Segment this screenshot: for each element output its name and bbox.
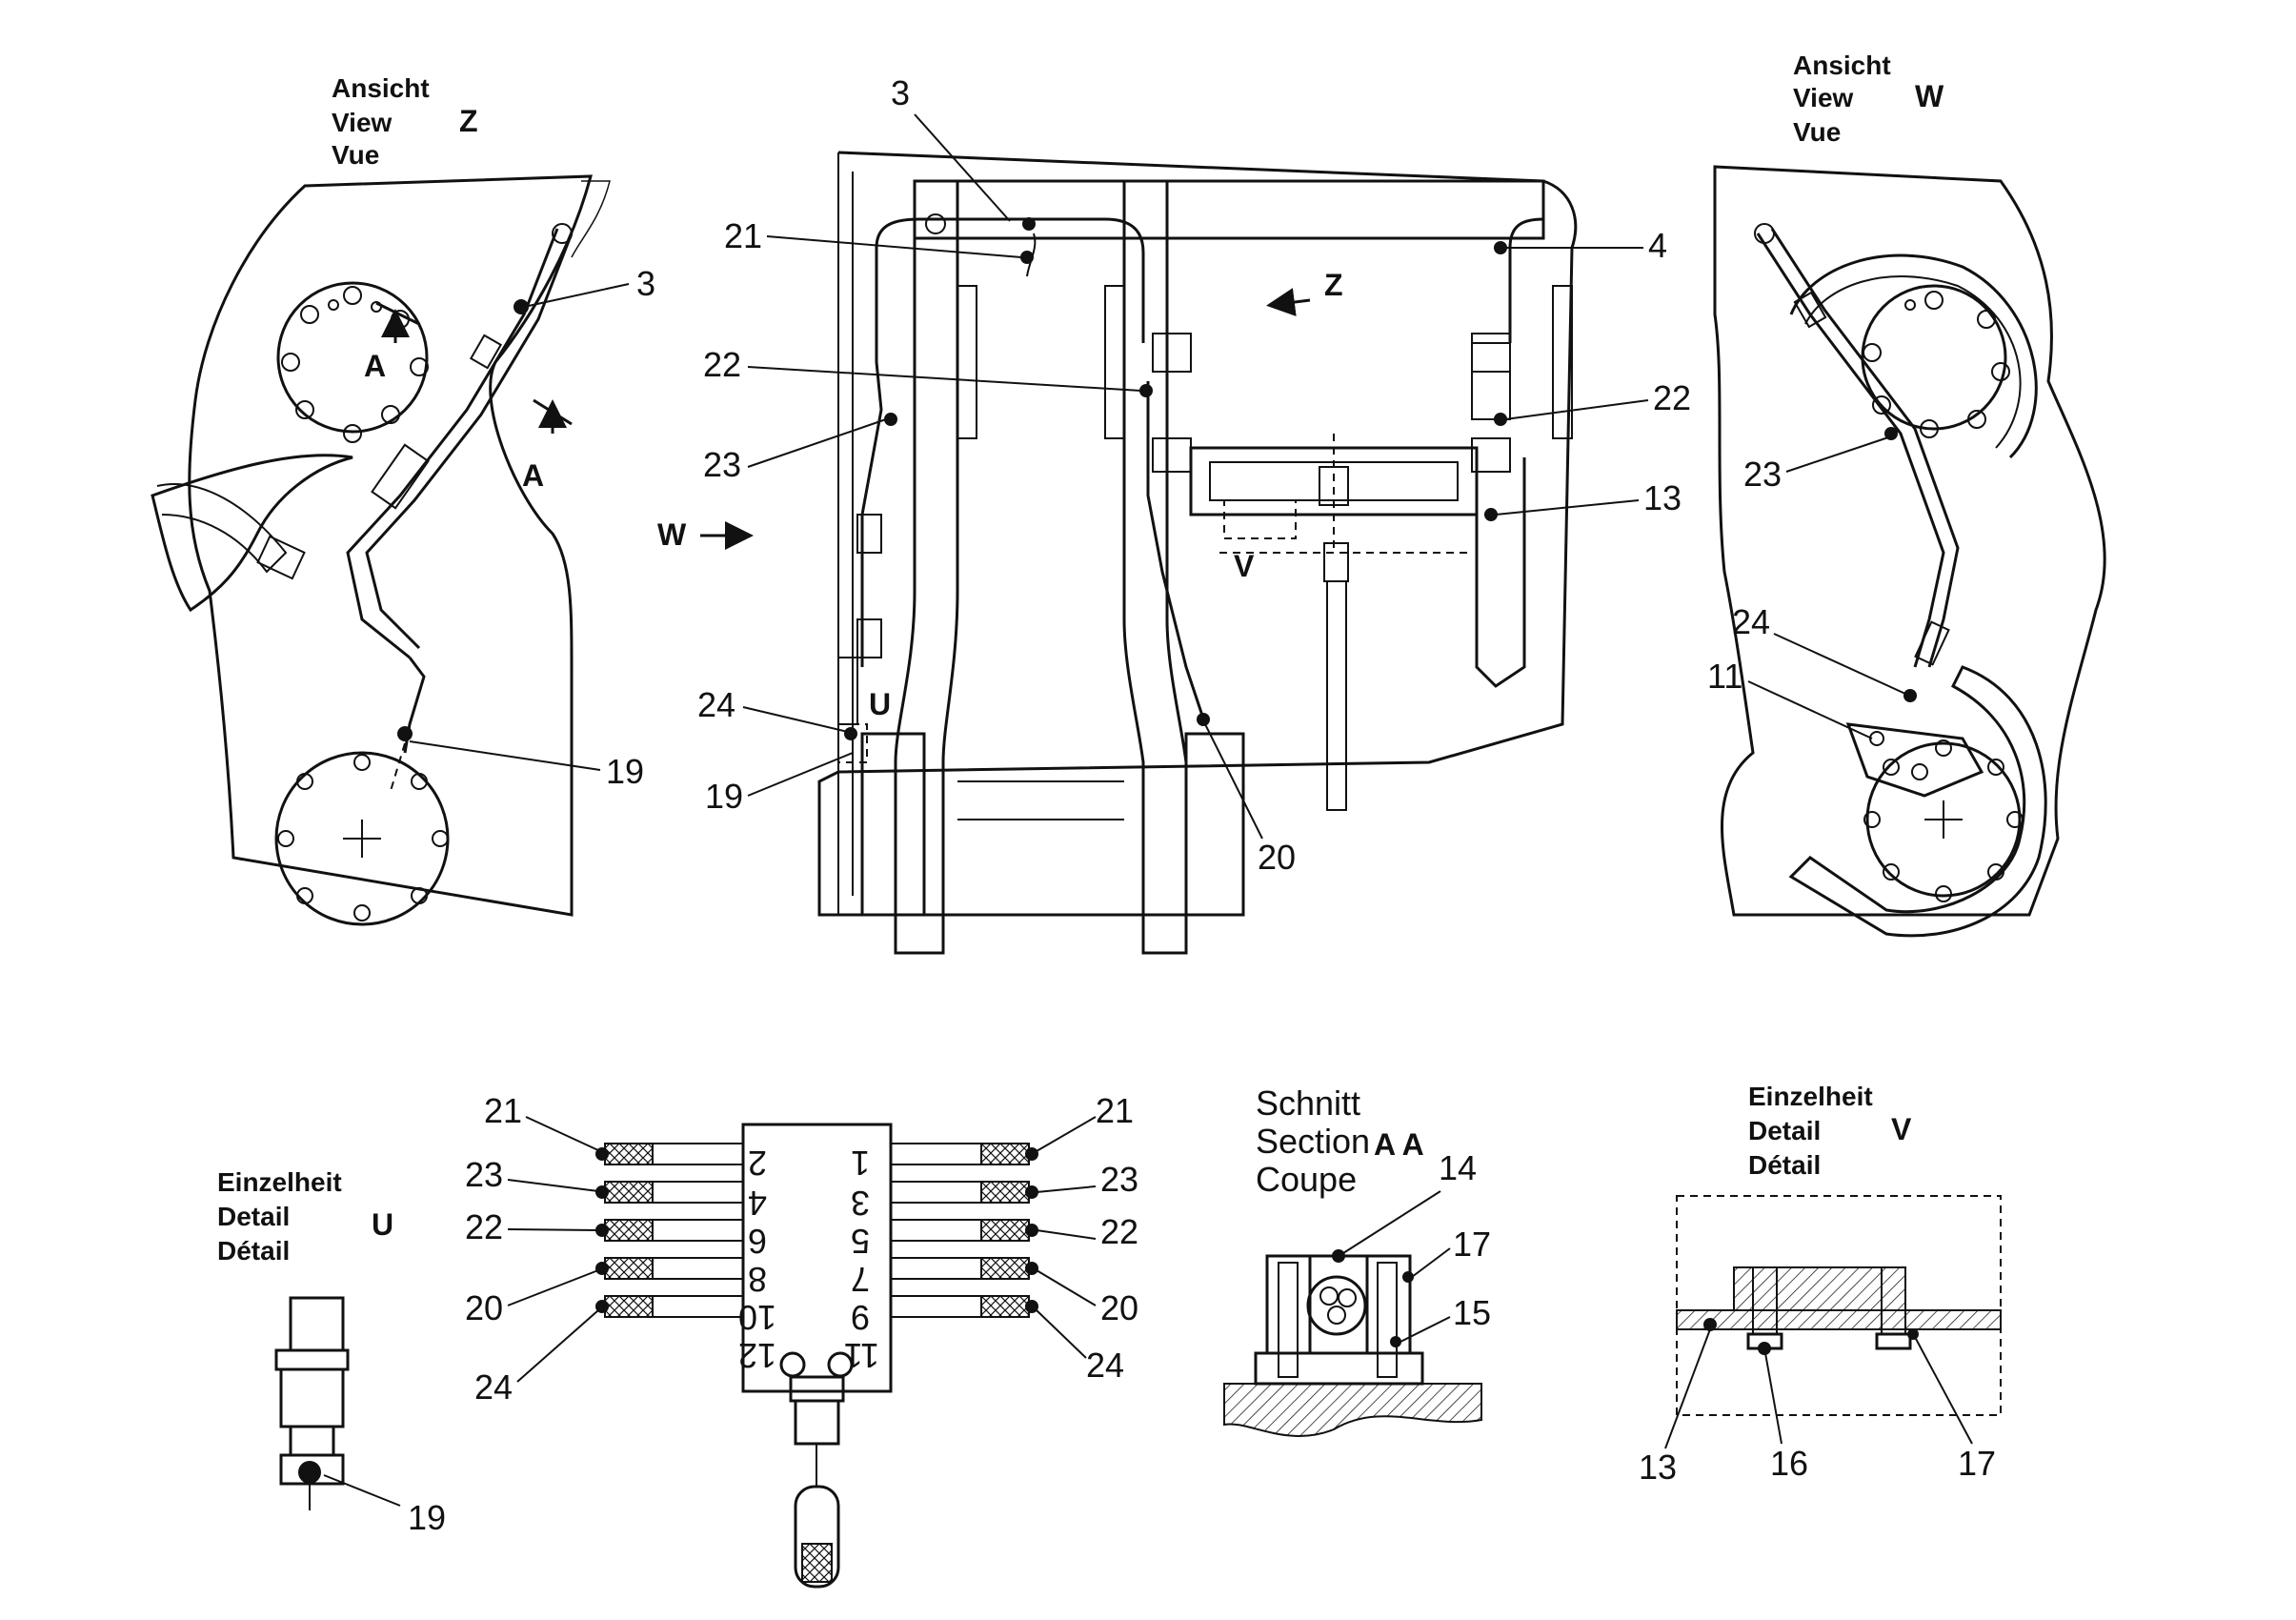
callout-front-13: 13 (1643, 478, 1682, 517)
detail-v: Einzelheit Detail Détail V 13 16 17 (1639, 1082, 2002, 1487)
callout-dist-left-24: 24 (474, 1367, 513, 1407)
view-arrow-z: Z (1324, 268, 1343, 302)
detail-v-label-2: Detail (1748, 1116, 1821, 1145)
callout-v-16: 16 (1770, 1444, 1808, 1483)
detail-marker-v: V (1234, 549, 1255, 583)
callout-dist-left-23: 23 (465, 1155, 503, 1194)
view-arrow-w: W (657, 517, 687, 552)
view-z-label-2: View (332, 108, 393, 137)
view-w: Ansicht View Vue W (1707, 51, 2106, 938)
view-w-label-3: Vue (1793, 117, 1841, 147)
detail-v-label-3: Détail (1748, 1150, 1821, 1180)
port-3: 3 (851, 1184, 870, 1223)
callout-front-22-right: 22 (1653, 378, 1691, 417)
callout-dist-right-20: 20 (1100, 1288, 1138, 1327)
callout-dist-left-21: 21 (484, 1091, 522, 1130)
section-marker-a-lower: A (522, 458, 544, 493)
section-aa-label-2: Section (1256, 1122, 1370, 1161)
port-4: 4 (748, 1184, 767, 1223)
callout-w-23: 23 (1743, 455, 1782, 494)
z-lower-bolts (277, 754, 449, 921)
callout-v-13: 13 (1639, 1448, 1677, 1487)
callout-aa-14: 14 (1439, 1148, 1477, 1187)
callout-dist-right-21: 21 (1096, 1091, 1134, 1130)
callout-aa-17: 17 (1453, 1225, 1491, 1264)
distributor-left-ports: 2 4 6 8 10 12 (738, 1144, 776, 1375)
view-z-letter: Z (459, 104, 478, 138)
view-w-label-2: View (1793, 83, 1854, 112)
callout-u-19: 19 (408, 1498, 446, 1537)
detail-v-label-1: Einzelheit (1748, 1082, 1873, 1111)
view-z: Ansicht View Vue Z A A (151, 73, 655, 926)
port-7: 7 (851, 1260, 870, 1299)
port-8: 8 (748, 1260, 767, 1299)
right-fittings (890, 1143, 1038, 1318)
callout-v-17: 17 (1958, 1444, 1996, 1483)
w-lower-bolts (1863, 739, 2024, 902)
w-upper-bolts (1863, 291, 2010, 438)
view-w-label-1: Ansicht (1793, 51, 1891, 80)
front-view: V U Z W 3 21 22 23 4 2 (657, 73, 1691, 955)
detail-u-label-1: Einzelheit (217, 1167, 342, 1197)
port-5: 5 (851, 1222, 870, 1261)
callout-front-21: 21 (724, 216, 762, 255)
section-aa: Schnitt Section Coupe A A 14 17 15 (1223, 1083, 1491, 1437)
port-2: 2 (748, 1144, 767, 1183)
port-9: 9 (851, 1298, 870, 1337)
distributor-block: 2 4 6 8 10 12 1 3 5 7 9 11 (465, 1091, 1138, 1589)
detail-v-letter: V (1891, 1112, 1912, 1146)
callout-dist-right-22: 22 (1100, 1212, 1138, 1251)
port-1: 1 (851, 1144, 870, 1183)
detail-u-letter: U (372, 1207, 393, 1242)
callout-dist-left-20: 20 (465, 1288, 503, 1327)
callout-front-20: 20 (1258, 838, 1296, 877)
callout-dist-left-22: 22 (465, 1207, 503, 1246)
port-12: 12 (738, 1336, 776, 1375)
callout-z-3: 3 (636, 264, 655, 303)
callout-front-19: 19 (705, 777, 743, 816)
callout-front-3: 3 (891, 73, 910, 112)
callout-dist-right-24: 24 (1086, 1346, 1124, 1385)
callout-front-24: 24 (697, 685, 735, 724)
view-z-label-3: Vue (332, 140, 379, 170)
callout-aa-15: 15 (1453, 1293, 1491, 1332)
callout-w-11: 11 (1707, 657, 1742, 696)
callout-dist-right-23: 23 (1100, 1160, 1138, 1199)
section-aa-letter: A A (1374, 1127, 1424, 1162)
left-fittings (595, 1143, 744, 1318)
callout-front-4: 4 (1648, 226, 1667, 265)
distributor-right-ports: 1 3 5 7 9 11 (844, 1144, 879, 1375)
callout-w-24: 24 (1732, 602, 1770, 641)
detail-u-label-3: Détail (217, 1236, 290, 1266)
section-aa-label-3: Coupe (1256, 1160, 1357, 1199)
callout-front-23: 23 (703, 445, 741, 484)
detail-u: Einzelheit Detail Détail U 19 (217, 1167, 446, 1537)
callout-front-22: 22 (703, 345, 741, 384)
port-6: 6 (748, 1222, 767, 1261)
view-z-label-1: Ansicht (332, 73, 430, 103)
z-upper-bolts (281, 286, 429, 443)
view-w-letter: W (1915, 79, 1944, 113)
detail-u-label-2: Detail (217, 1202, 290, 1231)
section-marker-a-upper: A (364, 349, 386, 383)
port-10: 10 (738, 1298, 776, 1337)
detail-marker-u: U (869, 687, 891, 721)
callout-z-19: 19 (606, 752, 644, 791)
section-aa-label-1: Schnitt (1256, 1083, 1360, 1123)
